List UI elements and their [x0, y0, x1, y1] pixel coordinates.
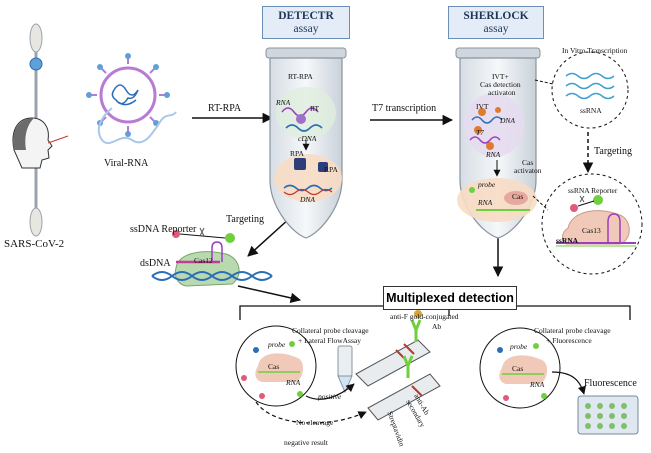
sherlock-rna-top-label: RNA [486, 150, 501, 159]
sherlock-tube [455, 47, 541, 239]
fluor-probe-label: probe [510, 342, 528, 351]
cas12-targeting-label: Targeting [226, 214, 264, 225]
lfa-rna-label: RNA [286, 378, 301, 387]
sherlock-ivt-cas-line3: activaton [488, 88, 516, 97]
multiplexed-detection-box: Multiplexed detection [383, 286, 517, 310]
detectr-rt-label: RT [310, 104, 320, 113]
sherlock-cas-activation-line2: activaton [514, 166, 542, 175]
fluorescence-circle [479, 327, 561, 409]
sherlock-rna-bottom-label: RNA [478, 198, 493, 207]
detectr-rpa-label-1: RPA [290, 149, 304, 158]
sherlock-cas-activation-line1: Cas [522, 158, 534, 167]
fluor-collateral-line1: Collateral probe cleavage [534, 326, 611, 335]
lfa-collateral-line2: + Lateral FlowAssay [298, 336, 361, 345]
cas13-enzyme-label: Cas13 [582, 226, 601, 235]
sherlock-ivt-cas-line1: IVT+ [492, 72, 509, 81]
sherlock-probe-label: probe [478, 180, 496, 189]
lfa-circle [235, 325, 317, 407]
sherlock-ivt-cas-line2: Cas detection [480, 80, 521, 89]
sherlock-ivt-label: IVT [476, 102, 489, 111]
fluorescence-result-label: Fluorescence [584, 378, 637, 389]
fluor-collateral-line2: + Fluorescence [546, 336, 592, 345]
sherlock-t7-label: T7 [476, 128, 484, 137]
sars-cov-2-label: SARS-CoV-2 [4, 238, 65, 250]
cas13-reporter-label: ssRNA Reporter [568, 186, 618, 195]
lfa-test-tube-icon [337, 345, 353, 394]
fluorescence-arrow [551, 371, 586, 395]
sars-cov-2-virion-icon [86, 53, 170, 137]
detectr-rpa-label-2: RPA [324, 165, 338, 174]
negative-arrow [255, 401, 367, 424]
lfa-negative-result-label: negative result [284, 438, 328, 447]
detectr-to-cas12-arrow [247, 217, 291, 257]
cas13-circle [541, 173, 643, 275]
cas12-complex [151, 227, 273, 287]
positive-arrow [305, 383, 355, 400]
cas13-ssrna-label: ssRNA [556, 236, 579, 245]
ivt-title: In Vitro Transcription [562, 46, 628, 55]
rt-rpa-arrow-label: RT-RPA [208, 103, 242, 114]
fluor-rna-label: RNA [530, 380, 545, 389]
fluor-cas-label: Cas [512, 364, 524, 373]
viral-rna-strand [97, 107, 177, 145]
lfa-antibody-line2: Ab [432, 322, 442, 331]
lfa-probe-label: probe [268, 340, 286, 349]
cas12-enzyme-label: Cas12 [194, 256, 213, 265]
antibody-icon [402, 319, 422, 378]
viral-rna-label: Viral-RNA [104, 158, 149, 169]
lateral-flow-strips [355, 310, 441, 421]
detectr-dna-label: DNA [300, 195, 315, 204]
detectr-rt-rpa-label: RT-RPA [288, 72, 313, 81]
sherlock-assay-box: SHERLOCK assay [448, 6, 544, 39]
ivt-ssrna-label: ssRNA [580, 106, 602, 115]
cas12-reporter-label: ssDNA Reporter [130, 224, 197, 235]
t7-transcription-label: T7 transcription [372, 103, 437, 114]
detectr-assay-box: DETECTR assay [262, 6, 350, 39]
detectr-tube [265, 47, 347, 239]
microplate-icon [577, 395, 639, 435]
ivt-circle [534, 51, 629, 129]
detectr-title: DETECTR [278, 10, 334, 22]
lfa-cas-label: Cas [268, 362, 280, 371]
lfa-positive-label: positive [318, 392, 342, 401]
detectr-cdna-label: cDNA [298, 134, 317, 143]
dsdna-label: dsDNA [140, 258, 171, 269]
lfa-antibody-line1: anti-F gold-conjugated [390, 312, 459, 321]
patient-profile-icon [12, 117, 69, 169]
sherlock-cas-label: Cas [512, 192, 524, 201]
sherlock-subtitle: assay [483, 23, 509, 35]
sherlock-dna-label: DNA [500, 116, 515, 125]
targeting-right-label: Targeting [594, 146, 632, 157]
lfa-no-cleavage-label: No cleavage [296, 418, 334, 427]
detectr-rna-label: RNA [276, 98, 291, 107]
cas12-to-multiplex-arrow [237, 285, 302, 304]
detectr-subtitle: assay [293, 23, 319, 35]
sherlock-to-cas13-arrow [532, 195, 549, 211]
sherlock-title: SHERLOCK [463, 10, 529, 22]
lfa-collateral-line1: Collateral probe cleavage [292, 326, 369, 335]
